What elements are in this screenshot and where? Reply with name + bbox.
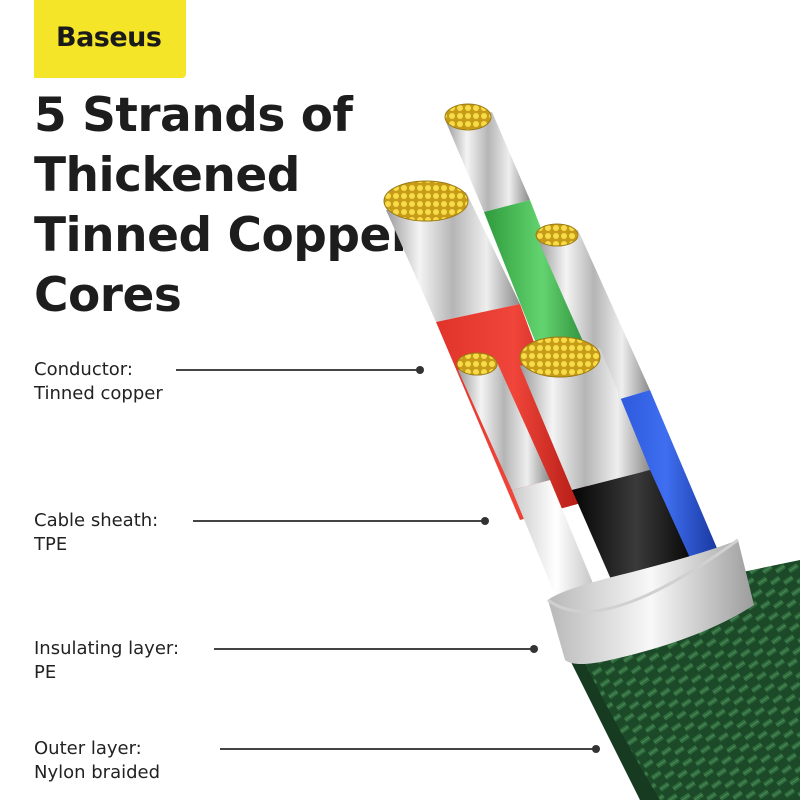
blue-core [535, 223, 722, 572]
leader-dot-insulating [530, 645, 538, 653]
callout-sheath-title: Cable sheath: [34, 510, 159, 531]
callout-insulating-title: Insulating layer: [34, 638, 180, 659]
title-line-2: Thickened [34, 148, 300, 203]
callout-sheath: Cable sheath: TPE [34, 509, 158, 557]
leader-line-conductor [176, 369, 420, 371]
white-core [456, 352, 600, 612]
title-line-4: Cores [34, 268, 182, 323]
page-title: 5 Strands of Thickened Tinned Copper Cor… [34, 86, 414, 326]
title-line-3: Tinned Copper [34, 208, 414, 263]
leader-line-outer [220, 748, 596, 750]
callout-outer: Outer layer: Nylon braided [34, 737, 160, 785]
callout-sheath-value: TPE [34, 534, 68, 555]
callout-conductor: Conductor: Tinned copper [34, 358, 163, 406]
leader-line-insulating [214, 648, 534, 650]
callout-conductor-value: Tinned copper [34, 383, 163, 404]
tpe-sheath-ring [547, 538, 754, 664]
title-line-1: 5 Strands of [34, 88, 353, 143]
callout-outer-value: Nylon braided [34, 762, 161, 783]
logo-text: Baseus [56, 22, 162, 53]
leader-dot-outer [592, 745, 600, 753]
baseus-logo: Baseus [34, 0, 186, 78]
leader-dot-conductor [416, 366, 424, 374]
leader-line-sheath [193, 520, 485, 522]
callout-conductor-title: Conductor: [34, 359, 133, 380]
leader-dot-sheath [481, 517, 489, 525]
callout-insulating: Insulating layer: PE [34, 637, 179, 685]
callout-insulating-value: PE [34, 662, 57, 683]
callout-outer-title: Outer layer: [34, 738, 142, 759]
